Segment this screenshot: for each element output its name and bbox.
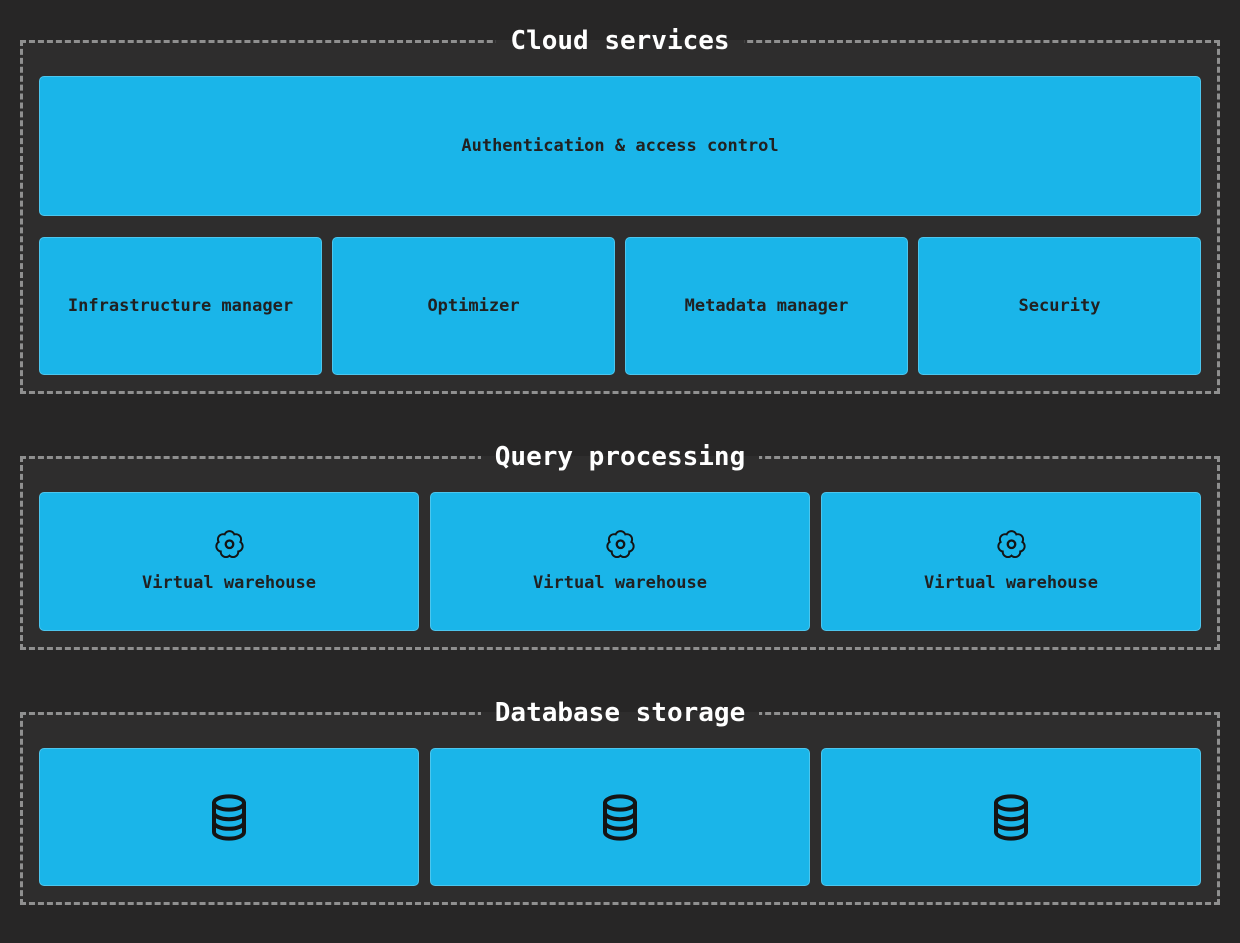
query-processing-row: Virtual warehouse Virtual warehouse Virt… bbox=[39, 491, 1201, 631]
database-box bbox=[430, 747, 810, 886]
section-title-query-processing: Query processing bbox=[494, 441, 746, 472]
auth-access-control-label: Authentication & access control bbox=[461, 135, 779, 156]
gear-icon bbox=[996, 530, 1026, 559]
database-box bbox=[39, 747, 419, 886]
database-storage-row bbox=[39, 747, 1201, 886]
section-database-storage: Database storage bbox=[20, 697, 1220, 905]
virtual-warehouse-box: Virtual warehouse bbox=[39, 491, 419, 631]
database-icon bbox=[603, 794, 637, 841]
virtual-warehouse-box: Virtual warehouse bbox=[430, 491, 810, 631]
gear-icon bbox=[214, 530, 244, 559]
metadata-manager-box: Metadata manager bbox=[625, 236, 908, 375]
section-title-database-storage: Database storage bbox=[494, 697, 746, 728]
virtual-warehouse-box: Virtual warehouse bbox=[821, 491, 1201, 631]
section-title-cloud-services: Cloud services bbox=[510, 26, 730, 56]
metadata-manager-label: Metadata manager bbox=[684, 295, 849, 316]
virtual-warehouse-label: Virtual warehouse bbox=[924, 573, 1098, 594]
infrastructure-manager-label: Infrastructure manager bbox=[67, 295, 294, 316]
section-query-processing: Query processing Virtual warehouse Virtu… bbox=[20, 441, 1220, 650]
security-box: Security bbox=[918, 236, 1201, 375]
virtual-warehouse-label: Virtual warehouse bbox=[142, 573, 316, 594]
infrastructure-manager-box: Infrastructure manager bbox=[39, 236, 322, 375]
auth-access-control-box: Authentication & access control bbox=[39, 75, 1201, 216]
optimizer-label: Optimizer bbox=[427, 295, 520, 316]
database-box bbox=[821, 747, 1201, 886]
gear-icon bbox=[605, 530, 635, 559]
optimizer-box: Optimizer bbox=[332, 236, 615, 375]
database-icon bbox=[212, 794, 246, 841]
database-icon bbox=[994, 794, 1028, 841]
security-label: Security bbox=[1018, 295, 1101, 316]
section-cloud-services: Cloud services Authentication & access c… bbox=[20, 26, 1220, 394]
cloud-services-component-row: Infrastructure manager Optimizer Metadat… bbox=[39, 236, 1201, 375]
virtual-warehouse-label: Virtual warehouse bbox=[533, 573, 707, 594]
